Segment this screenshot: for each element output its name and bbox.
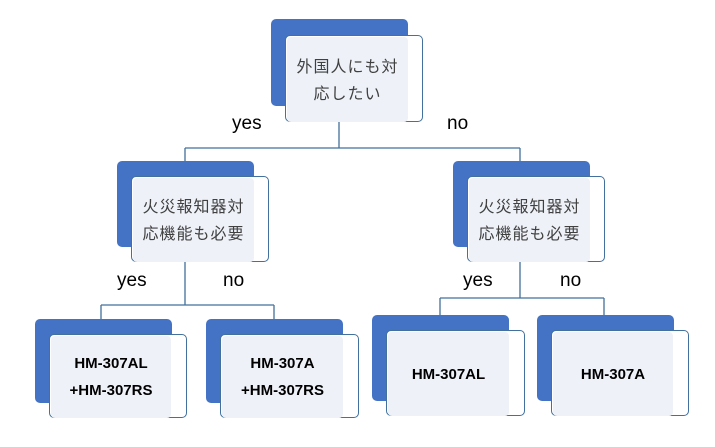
- leaf-4-text: HM-307A: [553, 332, 673, 416]
- root-no-label: no: [447, 113, 469, 134]
- left-no-label: no: [223, 270, 245, 291]
- root-question-text: 外国人にも対 応したい: [287, 37, 408, 122]
- leaf-hm307a: HM-307A: [537, 315, 689, 416]
- root-question-node: 外国人にも対 応したい: [271, 19, 423, 123]
- left-yes-label: yes: [117, 270, 147, 291]
- left-question-node: 火災報知器対 応機能も必要: [117, 161, 269, 262]
- leaf-hm307al-hm307rs: HM-307AL +HM-307RS: [35, 319, 187, 418]
- leaf-3-text: HM-307AL: [388, 332, 509, 416]
- right-yes-label: yes: [463, 270, 493, 291]
- leaf-2-text: HM-307A +HM-307RS: [222, 336, 343, 418]
- left-question-text: 火災報知器対 応機能も必要: [133, 178, 254, 262]
- root-yes-label: yes: [232, 113, 262, 134]
- right-question-text: 火災報知器対 応機能も必要: [469, 178, 590, 262]
- leaf-hm307al: HM-307AL: [372, 315, 525, 416]
- leaf-1-text: HM-307AL +HM-307RS: [51, 336, 171, 418]
- leaf-hm307a-hm307rs: HM-307A +HM-307RS: [206, 319, 359, 418]
- right-question-node: 火災報知器対 応機能も必要: [453, 161, 605, 262]
- right-no-label: no: [560, 270, 582, 291]
